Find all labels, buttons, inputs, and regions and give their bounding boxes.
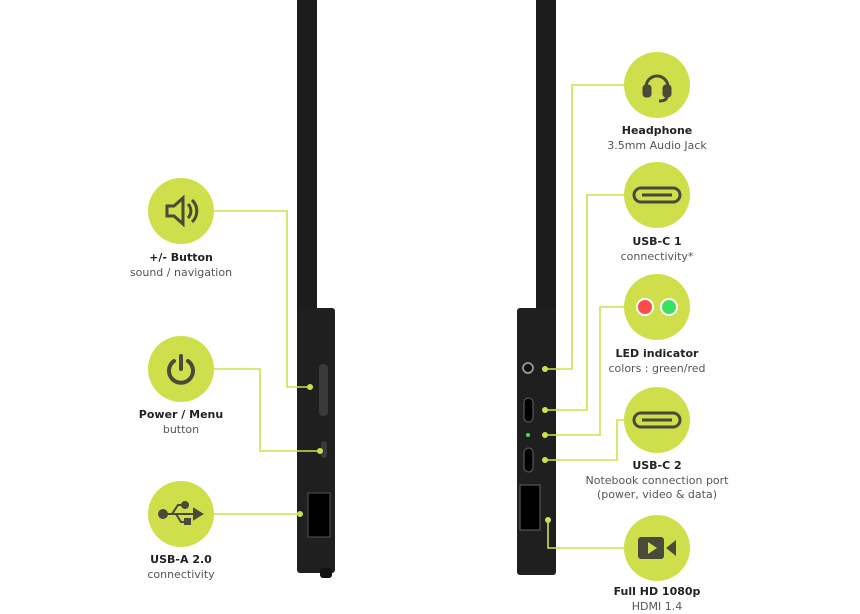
left-device-side [297, 0, 335, 578]
usb-a-port [307, 492, 331, 538]
led-icon [624, 274, 690, 340]
hdmi-port [519, 484, 541, 531]
usb-c2-port [523, 447, 534, 473]
led-dot [526, 433, 530, 437]
usb-c-icon [624, 162, 690, 228]
audio-jack [522, 362, 534, 374]
headphone-icon [624, 52, 690, 118]
usb-c-icon [624, 387, 690, 453]
volume-rocker [319, 364, 328, 416]
power-button [321, 441, 327, 458]
usb-icon [148, 481, 214, 547]
usb-c1-port [523, 397, 534, 423]
speaker-icon [148, 178, 214, 244]
power-icon [148, 336, 214, 402]
right-device-side [517, 0, 556, 575]
video-camera-icon [624, 515, 690, 581]
